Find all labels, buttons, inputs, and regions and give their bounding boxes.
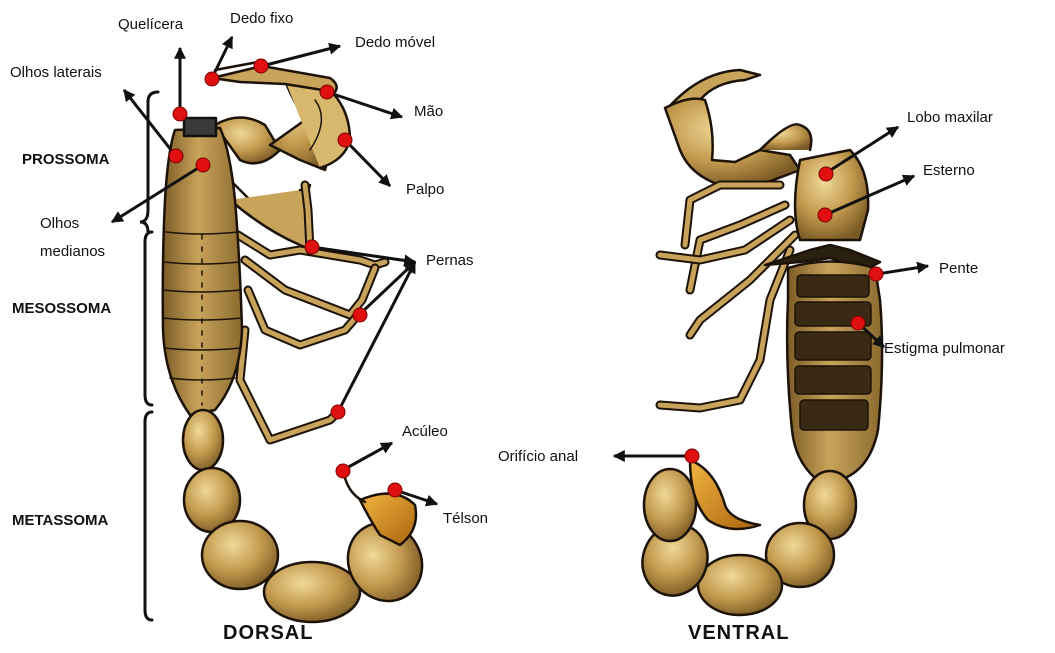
label-pente: Pente <box>939 260 978 278</box>
dorsal-legs <box>225 175 385 440</box>
label-olhos-medianos-1: Olhos <box>40 215 79 233</box>
label-olhos-medianos-2: medianos <box>40 243 105 261</box>
dorsal-pedipalp <box>212 62 350 170</box>
bracket-mesossoma <box>145 232 152 405</box>
label-olhos-laterais: Olhos laterais <box>10 64 102 82</box>
section-mesossoma: MESOSSOMA <box>12 300 111 317</box>
label-esterno: Esterno <box>923 162 975 180</box>
label-dedo-fixo: Dedo fixo <box>230 10 293 28</box>
ventral-scorpion <box>633 70 882 615</box>
label-telson: Télson <box>443 510 488 528</box>
label-orificio-anal: Orifício anal <box>498 448 578 466</box>
label-lobo-maxilar: Lobo maxilar <box>907 109 993 127</box>
view-ventral: VENTRAL <box>688 622 789 645</box>
label-dedo-movel: Dedo móvel <box>355 34 435 52</box>
label-estigma-pulmonar: Estigma pulmonar <box>884 340 1005 358</box>
dorsal-scorpion <box>163 62 436 622</box>
section-prossoma: PROSSOMA <box>22 151 110 168</box>
label-palpo: Palpo <box>406 181 444 199</box>
label-aculeo: Acúleo <box>402 423 448 441</box>
view-dorsal: DORSAL <box>223 622 313 645</box>
section-metassoma: METASSOMA <box>12 512 108 529</box>
label-mao: Mão <box>414 103 443 121</box>
section-brackets <box>140 92 158 620</box>
label-quelicera: Quelícera <box>118 16 183 34</box>
dorsal-metasoma <box>183 410 436 622</box>
label-pernas: Pernas <box>426 252 474 270</box>
bracket-metassoma <box>145 412 152 620</box>
